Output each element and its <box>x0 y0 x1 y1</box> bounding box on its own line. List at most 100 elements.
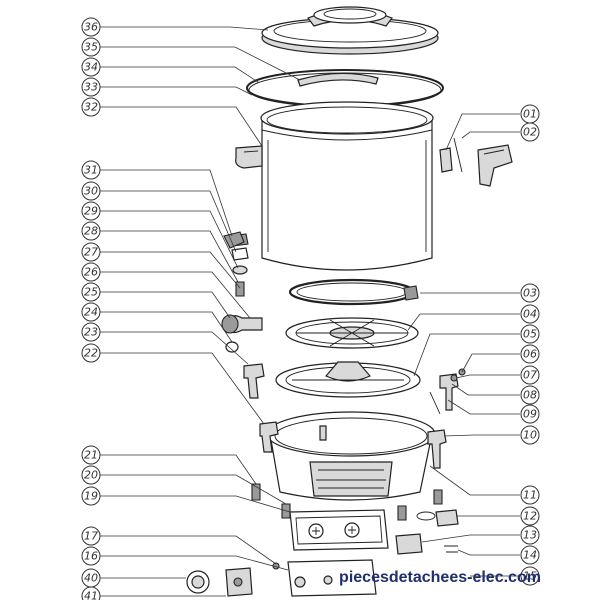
callout-label: 23 <box>84 326 98 339</box>
callout-circle <box>81 282 101 302</box>
callout-13: 13 <box>520 525 540 545</box>
callout-label: 31 <box>84 164 98 177</box>
callout-05: 05 <box>520 324 540 344</box>
watermark: piecesdetachees-elec.com <box>339 569 541 586</box>
callout-02: 02 <box>520 122 540 142</box>
callout-circle <box>81 546 101 566</box>
callout-circle <box>520 122 540 142</box>
callout-label: 04 <box>523 308 537 321</box>
callout-27: 27 <box>81 242 101 262</box>
callout-circle <box>81 37 101 57</box>
callout-label: 12 <box>523 510 537 523</box>
callout-label: 06 <box>523 348 537 361</box>
callout-circle <box>81 526 101 546</box>
callout-circle <box>81 160 101 180</box>
callout-06: 06 <box>520 344 540 364</box>
callout-label: 16 <box>84 550 98 563</box>
callout-31: 31 <box>81 160 101 180</box>
callout-label: 10 <box>523 429 537 442</box>
callout-circle <box>520 385 540 405</box>
callout-label: 01 <box>523 108 537 121</box>
callout-33: 33 <box>81 77 101 97</box>
callout-19: 19 <box>81 486 101 506</box>
callout-circle <box>520 283 540 303</box>
pot <box>229 101 434 271</box>
callout-label: 35 <box>84 41 98 54</box>
callout-04: 04 <box>520 304 540 324</box>
callout-01: 01 <box>520 104 540 124</box>
callout-label: 19 <box>84 490 98 503</box>
callout-12: 12 <box>520 506 540 526</box>
callout-label: 15 <box>523 570 537 583</box>
callout-circle <box>81 302 101 322</box>
callout-label: 41 <box>84 590 98 600</box>
tap-assembly <box>221 231 263 353</box>
callout-28: 28 <box>81 221 101 241</box>
callout-36: 36 <box>81 17 101 37</box>
callout-26: 26 <box>81 262 101 282</box>
callout-circle <box>81 586 101 600</box>
callout-circle <box>520 525 540 545</box>
callout-circle <box>81 97 101 117</box>
callout-label: 24 <box>84 306 98 319</box>
callout-circle <box>81 343 101 363</box>
callout-circle <box>81 17 101 37</box>
callout-11: 11 <box>520 485 540 505</box>
callout-circle <box>81 201 101 221</box>
callout-label: 40 <box>84 572 98 585</box>
callout-41: 41 <box>81 586 101 600</box>
callout-circle <box>81 77 101 97</box>
callout-label: 21 <box>84 449 98 462</box>
callout-circle <box>81 486 101 506</box>
callout-circle <box>81 465 101 485</box>
callout-07: 07 <box>520 365 540 385</box>
callout-label: 27 <box>84 246 98 259</box>
callout-label: 29 <box>84 205 98 218</box>
callout-label: 26 <box>84 266 98 279</box>
callout-03: 03 <box>520 283 540 303</box>
callout-circle <box>520 425 540 445</box>
knob-and-switch <box>186 567 253 597</box>
callout-circle <box>520 344 540 364</box>
callout-23: 23 <box>81 322 101 342</box>
callout-08: 08 <box>520 385 540 405</box>
callout-label: 22 <box>84 347 98 360</box>
callout-21: 21 <box>81 445 101 465</box>
callout-25: 25 <box>81 282 101 302</box>
callout-circle <box>520 545 540 565</box>
heating-element <box>288 278 419 306</box>
thermostat-parts <box>395 509 459 555</box>
callout-label: 14 <box>523 549 537 562</box>
callout-circle <box>520 404 540 424</box>
burner-plate <box>275 361 421 398</box>
callout-circle <box>81 262 101 282</box>
callout-label: 13 <box>523 529 537 542</box>
callout-circle <box>520 324 540 344</box>
callout-34: 34 <box>81 57 101 77</box>
callout-label: 17 <box>84 530 98 543</box>
callout-17: 17 <box>81 526 101 546</box>
callout-label: 20 <box>84 469 98 482</box>
callout-29: 29 <box>81 201 101 221</box>
callout-09: 09 <box>520 404 540 424</box>
burner-cap <box>285 317 419 349</box>
callout-label: 08 <box>523 389 537 402</box>
callout-24: 24 <box>81 302 101 322</box>
callout-30: 30 <box>81 181 101 201</box>
callout-16: 16 <box>81 546 101 566</box>
callout-circle <box>81 445 101 465</box>
callout-35: 35 <box>81 37 101 57</box>
callout-20: 20 <box>81 465 101 485</box>
callout-40: 40 <box>81 568 101 588</box>
callout-label: 07 <box>523 369 537 382</box>
base-body <box>259 411 447 501</box>
callouts-left: 3635343332313029282726252423222120191716… <box>81 17 101 600</box>
lid <box>261 6 439 55</box>
callout-circle <box>81 181 101 201</box>
callout-14: 14 <box>520 545 540 565</box>
callout-circle <box>520 566 540 586</box>
control-panel <box>289 509 389 551</box>
